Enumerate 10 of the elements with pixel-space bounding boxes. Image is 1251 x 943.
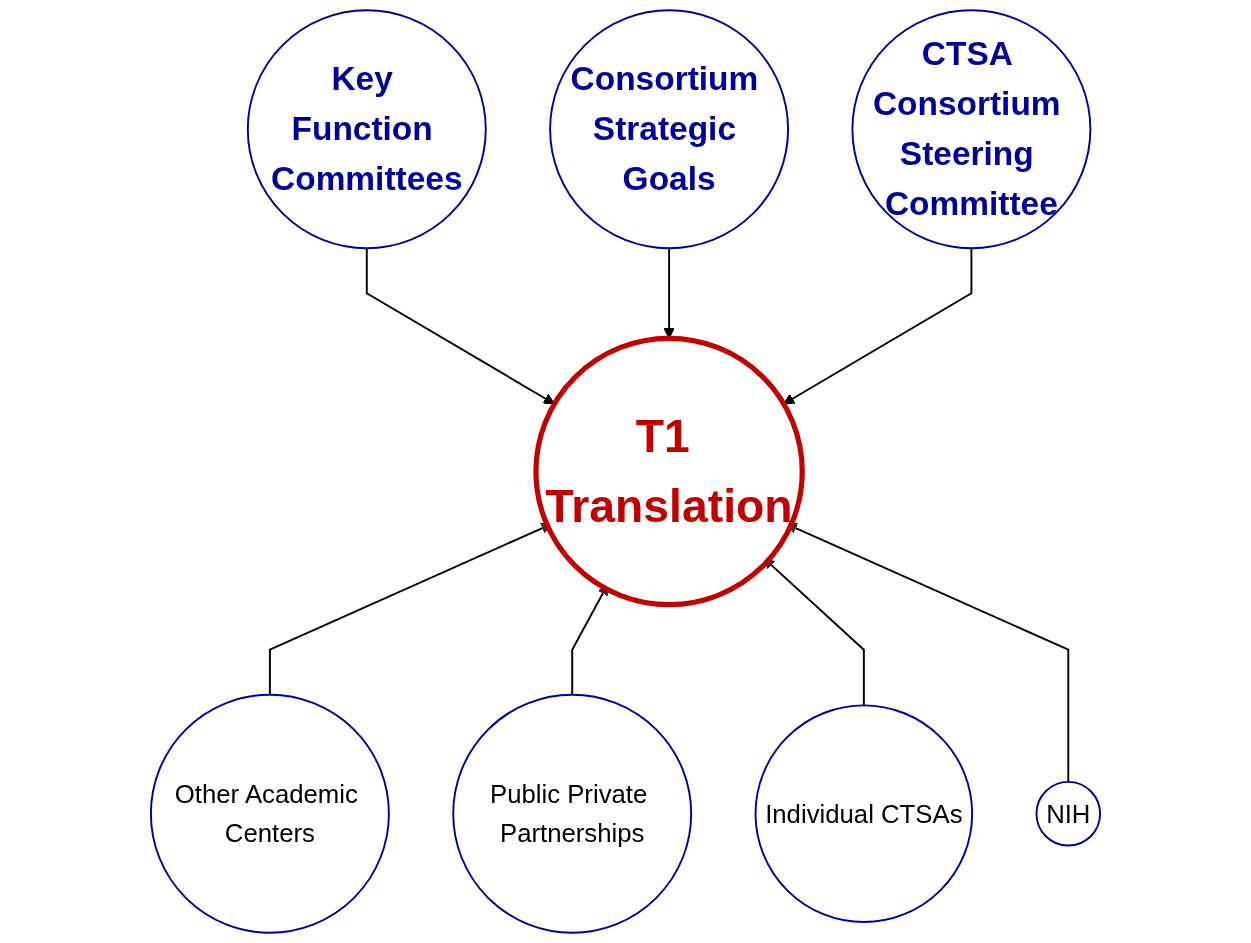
node-circle: Other Academic Centers xyxy=(149,693,390,934)
node-circle: Individual CTSAs xyxy=(754,704,974,923)
node-circle: Key Function Committees xyxy=(246,9,487,250)
node-circle: T1 Translation xyxy=(533,335,805,608)
node-circle: NIH xyxy=(1035,780,1102,847)
node-circle: Consortium Strategic Goals xyxy=(549,9,790,250)
arrow xyxy=(783,247,973,405)
node-circle: CTSA Consortium Steering Committee xyxy=(851,9,1092,250)
arrow xyxy=(365,247,555,405)
node-circle: Public Private Partnerships xyxy=(452,693,693,934)
